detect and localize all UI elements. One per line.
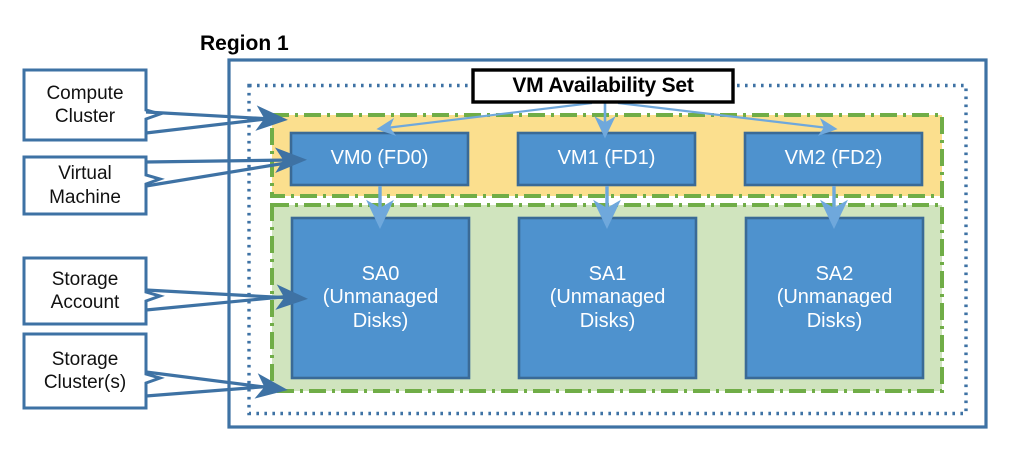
connector-storage-account-secondary [145, 294, 293, 312]
connector-storage-account [145, 284, 308, 310]
connector-compute-cluster [145, 105, 288, 131]
vm-availability-set-label-box [471, 68, 735, 104]
callout-shape-compute-cluster[interactable] [22, 68, 165, 142]
vm-availability-set-boundary [247, 83, 968, 416]
connector-storage-cluster-secondary [145, 384, 275, 398]
storage-node-sa0[interactable] [290, 216, 471, 380]
arrow-avset-to-vm0 [376, 101, 593, 136]
connector-virtual-machine [145, 147, 307, 174]
vm-node-vm2[interactable] [743, 131, 924, 187]
connector-virtual-machine-secondary [145, 160, 293, 188]
connector-compute-cluster-secondary [145, 116, 275, 135]
compute-cluster-dashed-border [270, 113, 944, 198]
storage-node-sa2[interactable] [744, 216, 925, 380]
vm-node-vm1[interactable] [516, 131, 697, 187]
connector-storage-cluster [145, 370, 288, 399]
region-1-boundary [227, 58, 988, 429]
storage-node-sa1[interactable] [517, 216, 698, 380]
callout-shape-virtual-machine[interactable] [22, 155, 165, 216]
callout-shape-storage-account[interactable] [22, 256, 165, 326]
callout-shape-storage-cluster[interactable] [22, 332, 165, 410]
arrow-avset-to-vm2 [617, 101, 838, 136]
vm-node-vm0[interactable] [289, 131, 470, 187]
